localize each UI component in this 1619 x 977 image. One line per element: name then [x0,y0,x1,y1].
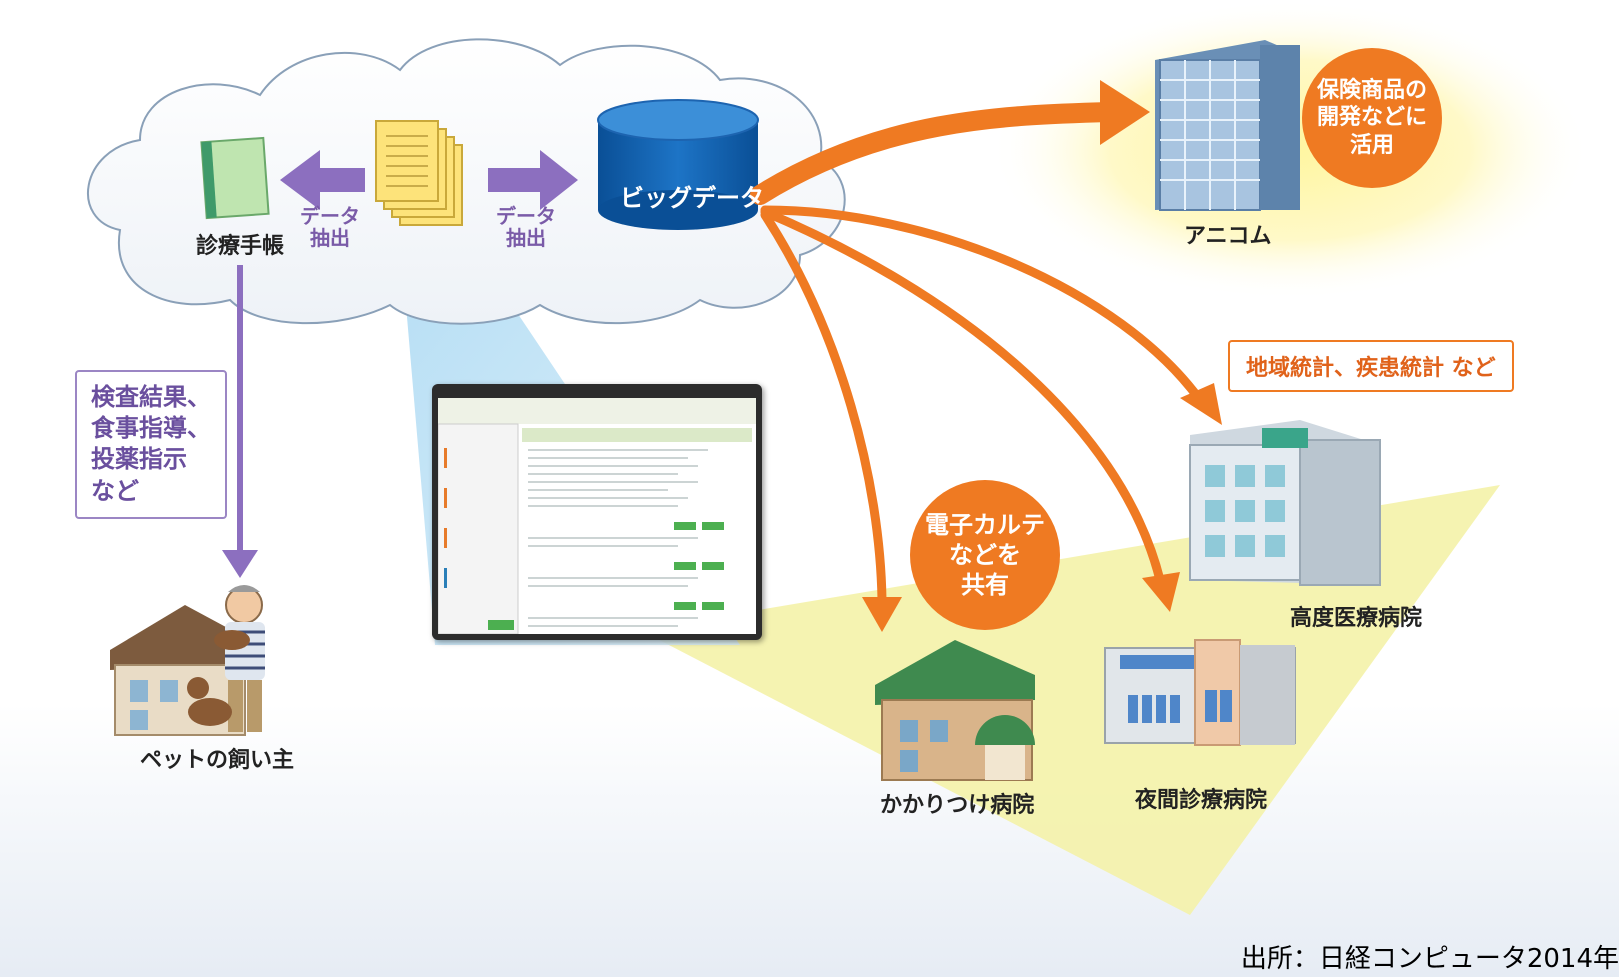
advanced-arrowhead [1180,383,1222,425]
night-arrowhead [1142,572,1180,612]
tablet-screen [437,398,756,635]
advanced-hospital-icon [1189,420,1381,586]
big-data-cylinder-icon [597,99,759,230]
arrow-to-anicom [750,102,1120,205]
advanced-hospital-label: 高度医療病院 [1290,606,1423,631]
owner-info-callout: 検査結果、 食事指導、 投薬指示 など [75,370,227,519]
family-hospital-icon [875,640,1035,781]
arrow-to-family-hospital [760,210,887,605]
pet-owner-label: ペットの飼い主 [140,748,295,773]
dog-icon [187,630,250,726]
house-icon [110,605,250,736]
statistics-callout: 地域統計、疾患統計 など [1228,340,1514,392]
share-bubble-text: 電子カルテ などを 共有 [925,511,1045,599]
big-data-label: ビッグデータ [620,184,764,212]
arrow-to-advanced-hospital [760,205,1205,405]
family-arrowhead [862,597,902,632]
extract-arrow-left [280,150,365,210]
notebook-label: 診療手帳 [196,234,285,259]
anicom-label: アニコム [1184,224,1272,249]
night-hospital-icon [1104,639,1296,746]
anicom-arrowhead [1100,80,1150,145]
insurance-bubble-text: 保険商品の 開発などに 活用 [1316,77,1427,158]
extract-arrow-right [488,150,578,210]
anicom-building-icon [1155,40,1300,211]
owner-arrowhead [222,550,258,578]
sharing-area [640,485,1500,915]
source-credit: 出所：日経コンピュータ2014年 [1240,944,1619,974]
electronic-record-tablet [432,384,762,640]
extract-label-right: データ 抽出 [496,204,556,250]
night-hospital-label: 夜間診療病院 [1135,788,1268,813]
record-screen-mockup [437,398,756,635]
share-bubble: 電子カルテ などを 共有 [910,480,1060,630]
arrow-to-night-hospital [760,207,1165,585]
notebook-icon [200,136,270,220]
insurance-bubble: 保険商品の 開発などに 活用 [1302,48,1442,188]
documents-icon [375,120,463,226]
family-hospital-label: かかりつけ病院 [880,793,1035,818]
extract-label-left: データ 抽出 [300,204,360,250]
